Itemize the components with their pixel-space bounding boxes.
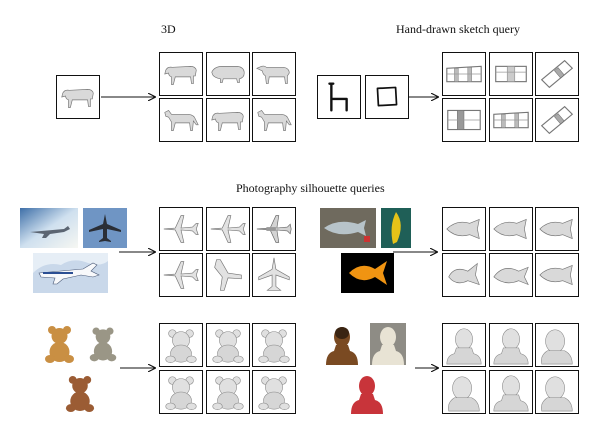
teddy-model-icon <box>206 323 250 367</box>
red-bust-photo <box>348 372 386 414</box>
airplane-map-photo <box>33 253 108 293</box>
fish-model-icon <box>489 253 533 297</box>
grey-teddy-bear-photo <box>87 323 119 365</box>
teddy-model-icon <box>159 370 203 414</box>
airplane-sky-photo <box>20 208 78 248</box>
section-title-sketch: Hand-drawn sketch query <box>396 22 520 36</box>
chair-model-icon <box>442 52 486 96</box>
fish-model-icon <box>442 253 486 297</box>
chair-model-icon <box>489 98 533 142</box>
fish-model-icon <box>535 207 579 251</box>
chair-model-icon <box>535 98 579 142</box>
bust-model-icon <box>489 323 533 367</box>
airplane-model-icon <box>252 253 296 297</box>
teddy-model-icon <box>159 323 203 367</box>
chair-model-icon <box>535 52 579 96</box>
buddha-bust-photo <box>324 323 360 365</box>
teddy-model-icon <box>206 370 250 414</box>
bust-model-icon <box>535 370 579 414</box>
fish-model-icon <box>489 207 533 251</box>
cow-model-icon <box>159 52 203 96</box>
chair-model-icon <box>442 98 486 142</box>
brown-teddy-bear-photo <box>63 373 97 414</box>
pig-model-icon <box>206 52 250 96</box>
cow-model-icon <box>56 75 100 119</box>
airplane-model-icon <box>206 253 250 297</box>
cow-model-icon <box>252 98 296 142</box>
fish-model-icon <box>442 207 486 251</box>
airplane-model-icon <box>206 207 250 251</box>
cow-model-icon <box>252 52 296 96</box>
airplane-underside-photo <box>83 208 127 248</box>
section-title-3d: 3D <box>161 22 176 36</box>
chair-side-sketch-icon <box>317 75 361 119</box>
yellow-fish-photo <box>381 208 411 248</box>
fish-on-table-photo <box>320 208 376 248</box>
airplane-model-icon <box>159 207 203 251</box>
cow-model-icon <box>206 98 250 142</box>
chair-model-icon <box>489 52 533 96</box>
teddy-bear-photo <box>42 323 77 365</box>
bust-model-icon <box>442 370 486 414</box>
bust-model-icon <box>489 370 533 414</box>
teddy-model-icon <box>252 370 296 414</box>
airplane-model-icon <box>252 207 296 251</box>
section-title-photo: Photography silhouette queries <box>236 181 385 195</box>
bust-model-icon <box>535 323 579 367</box>
chair-top-sketch-icon <box>365 75 409 119</box>
teddy-model-icon <box>252 323 296 367</box>
plaster-bust-photo <box>370 323 406 365</box>
horse-model-icon <box>159 98 203 142</box>
fish-model-icon <box>535 253 579 297</box>
airplane-model-icon <box>159 253 203 297</box>
bust-model-icon <box>442 323 486 367</box>
goldfish-photo <box>341 253 394 293</box>
